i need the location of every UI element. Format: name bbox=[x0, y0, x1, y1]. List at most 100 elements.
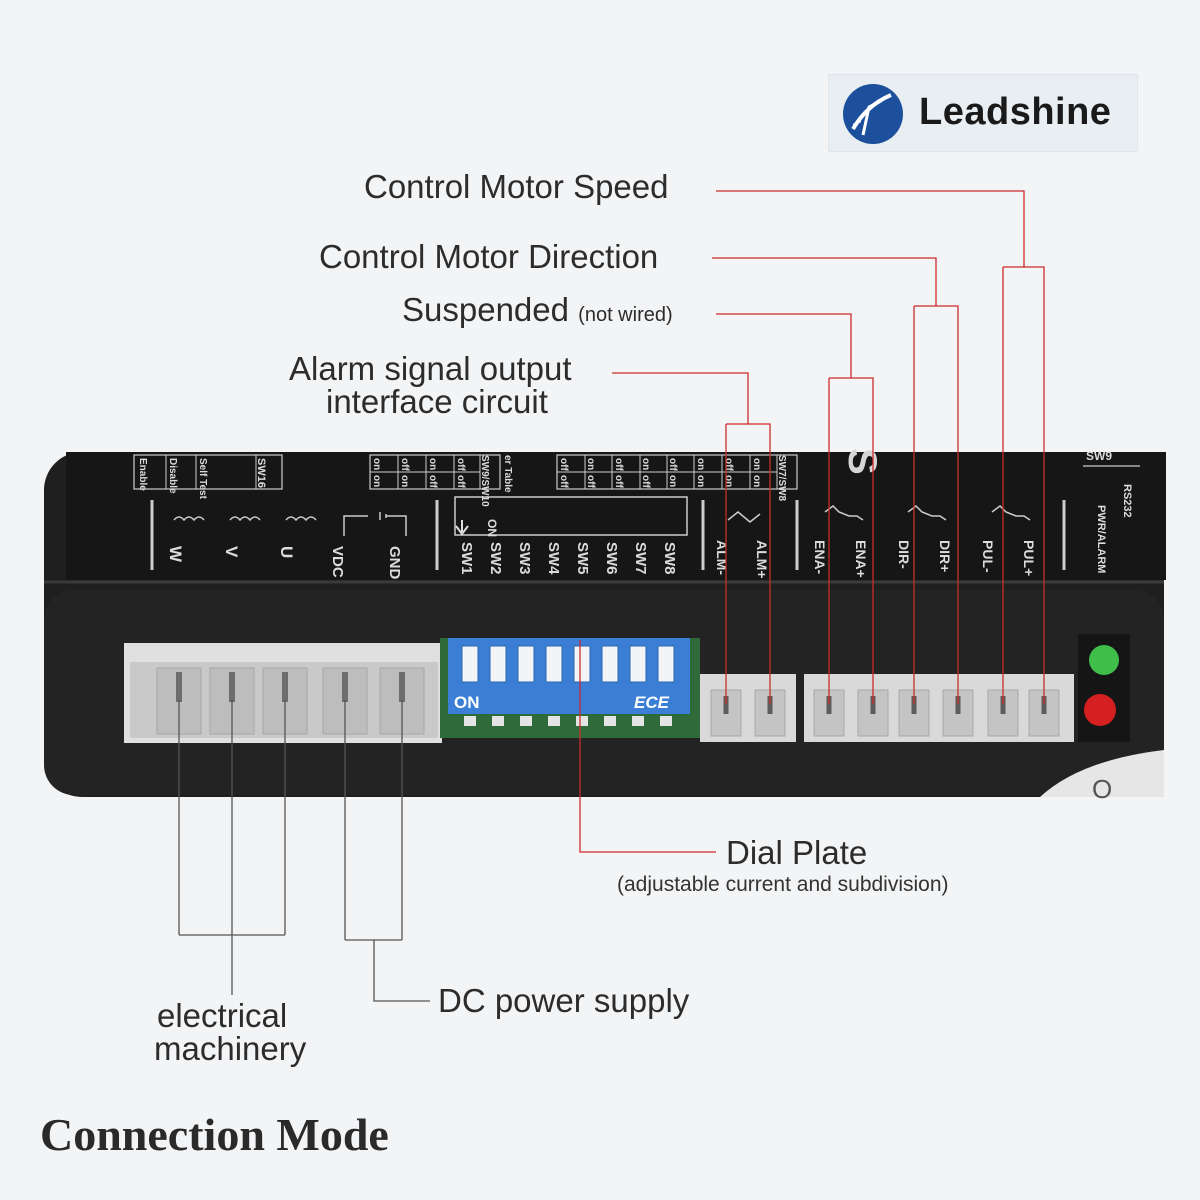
signal-terminal-label: ENA- bbox=[812, 540, 828, 575]
power-led-icon bbox=[1089, 645, 1119, 675]
dip-switch-toggle[interactable] bbox=[461, 645, 479, 683]
leadshine-emblem-icon bbox=[843, 84, 903, 144]
dip-switch-label: SW5 bbox=[574, 542, 591, 575]
sw78-cell-bottom: on bbox=[723, 475, 734, 487]
terminal-pin bbox=[176, 672, 182, 702]
sw78-cell-bottom: on bbox=[667, 475, 678, 487]
sw910-header: SW9/SW10 bbox=[479, 455, 490, 507]
label-dial-plate: Dial Plate bbox=[726, 834, 868, 871]
optocoupler-icon bbox=[727, 511, 761, 523]
alarm-led-icon bbox=[1084, 694, 1116, 726]
terminal-pin bbox=[229, 672, 235, 702]
signal-terminal-label: ENA+ bbox=[853, 540, 869, 578]
dip-switch-toggle[interactable] bbox=[489, 645, 507, 683]
solder-pad bbox=[660, 716, 672, 726]
ena-led-icon bbox=[824, 505, 864, 521]
label-motor-direction: Control Motor Direction bbox=[319, 238, 659, 275]
label-alarm-line1: Alarm signal output bbox=[289, 350, 572, 387]
sw78-cell-top: on bbox=[695, 458, 706, 470]
motor-terminal-label: U bbox=[277, 546, 296, 558]
dip-arrow-icon bbox=[455, 520, 469, 536]
sw910-table bbox=[369, 454, 501, 490]
dip-switch-label: SW2 bbox=[487, 542, 504, 575]
model-letter: S bbox=[840, 448, 884, 475]
signal-terminal-label: ALM+ bbox=[754, 540, 770, 579]
table-caption: er Table bbox=[502, 455, 513, 493]
brand-name: Leadshine bbox=[919, 91, 1112, 133]
sw16-row-label: Disable bbox=[167, 458, 178, 494]
leader-lines-gray bbox=[178, 700, 430, 1002]
pwr-alarm-label: PWR/ALARM bbox=[1095, 505, 1107, 573]
sw16-row-label: Enable bbox=[137, 458, 148, 491]
dip-switch-toggle[interactable] bbox=[629, 645, 647, 683]
coil-w-icon bbox=[173, 516, 205, 522]
device-top-panel bbox=[66, 452, 1166, 580]
signal-pin bbox=[911, 696, 917, 714]
motor-terminal-label: W bbox=[166, 546, 185, 563]
solder-pad bbox=[548, 716, 560, 726]
pul-led-icon bbox=[991, 505, 1031, 521]
solder-pad bbox=[632, 716, 644, 726]
sw78-cell-top: on bbox=[640, 458, 651, 470]
signal-pin bbox=[870, 696, 876, 714]
dip-switch-label: SW4 bbox=[545, 542, 562, 575]
sw78-cell-top: off bbox=[613, 458, 624, 471]
label-dc-power: DC power supply bbox=[438, 982, 690, 1019]
sw78-cell-bottom: on bbox=[695, 475, 706, 487]
signal-terminal-label: PUL+ bbox=[1021, 540, 1037, 576]
sw78-cell-bottom: on bbox=[751, 475, 762, 487]
sw78-header: SW7/SW8 bbox=[776, 455, 787, 502]
sw910-cell-bottom: on bbox=[399, 475, 410, 487]
solder-pad bbox=[464, 716, 476, 726]
dip-switch-label: SW6 bbox=[603, 542, 620, 575]
dir-led-icon bbox=[907, 505, 947, 521]
power-terminal-label: VDC bbox=[329, 546, 346, 578]
sw910-cell-top: on bbox=[371, 458, 382, 470]
page-title: Connection Mode bbox=[40, 1109, 389, 1160]
sw78-cell-top: off bbox=[667, 458, 678, 471]
dip-brand-label: ECE bbox=[634, 693, 670, 712]
dip-switch-toggle[interactable] bbox=[573, 645, 591, 683]
leader-lines-red bbox=[579, 190, 1045, 853]
sw910-cell-top: off bbox=[455, 458, 466, 471]
signal-terminal-label: DIR+ bbox=[937, 540, 953, 572]
sw910-cell-bottom: on bbox=[371, 475, 382, 487]
signal-pin bbox=[1000, 696, 1006, 714]
brand-logo: Leadshine bbox=[828, 74, 1138, 152]
dip-switch-toggle[interactable] bbox=[601, 645, 619, 683]
sticker-fragment: O bbox=[1092, 774, 1112, 804]
signal-pin bbox=[955, 696, 961, 714]
signal-pins bbox=[710, 689, 1060, 737]
label-suspended-text: Suspended bbox=[402, 291, 569, 328]
signal-terminal-label: PUL- bbox=[980, 540, 996, 573]
sw78-cell-bottom: off bbox=[558, 475, 569, 488]
terminal-pin bbox=[282, 672, 288, 702]
signal-pin bbox=[767, 696, 773, 714]
label-suspended-note: (not wired) bbox=[578, 304, 673, 326]
sw16-row-label: Self Test bbox=[197, 458, 208, 500]
label-dial-plate-note: (adjustable current and subdivision) bbox=[617, 873, 949, 896]
power-symbol-icon bbox=[343, 512, 407, 536]
motor-power-pins bbox=[156, 667, 425, 735]
dip-on-print: ON bbox=[485, 519, 499, 537]
rs232-label: RS232 bbox=[1121, 484, 1133, 518]
solder-pad bbox=[520, 716, 532, 726]
device-corner-sticker bbox=[1040, 750, 1164, 797]
sw910-cell-bottom: off bbox=[427, 475, 438, 488]
dip-on-label: ON bbox=[454, 693, 480, 712]
sw9-label: SW9 bbox=[1086, 449, 1112, 463]
dip-outline-print bbox=[454, 496, 688, 536]
solder-pad bbox=[492, 716, 504, 726]
sw910-cell-top: on bbox=[427, 458, 438, 470]
dip-switch-label: SW8 bbox=[661, 542, 678, 575]
signal-terminal-label: DIR- bbox=[896, 540, 912, 569]
label-suspended: Suspended (not wired) bbox=[402, 291, 673, 329]
sw78-cell-top: on bbox=[585, 458, 596, 470]
terminal-pin bbox=[342, 672, 348, 702]
dip-switch-toggle[interactable] bbox=[545, 645, 563, 683]
dip-switch-toggle[interactable] bbox=[517, 645, 535, 683]
dip-switch-toggle[interactable] bbox=[657, 645, 675, 683]
signal-terminal-label: ALM- bbox=[714, 540, 730, 575]
